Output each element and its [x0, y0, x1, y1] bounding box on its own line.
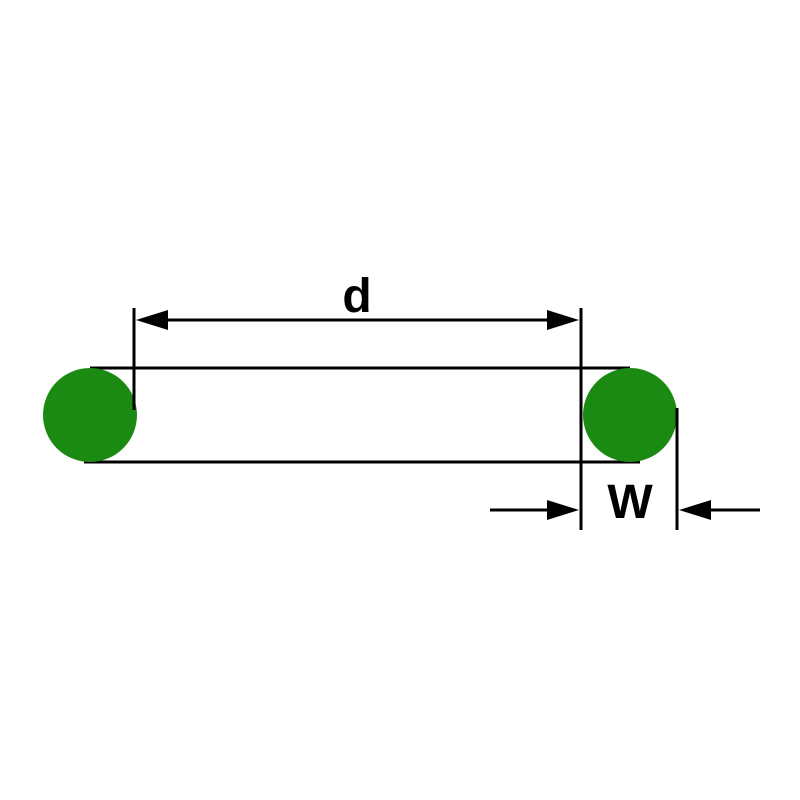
w-right-arrowhead-icon [679, 500, 711, 520]
cross-section-width-label: W [607, 476, 653, 529]
w-left-arrowhead-icon [547, 500, 579, 520]
oring-right-cross-section [583, 368, 677, 462]
d-left-arrowhead-icon [136, 310, 168, 330]
d-right-arrowhead-icon [547, 310, 579, 330]
inner-diameter-label: d [342, 270, 371, 323]
oring-left-cross-section [43, 368, 137, 462]
